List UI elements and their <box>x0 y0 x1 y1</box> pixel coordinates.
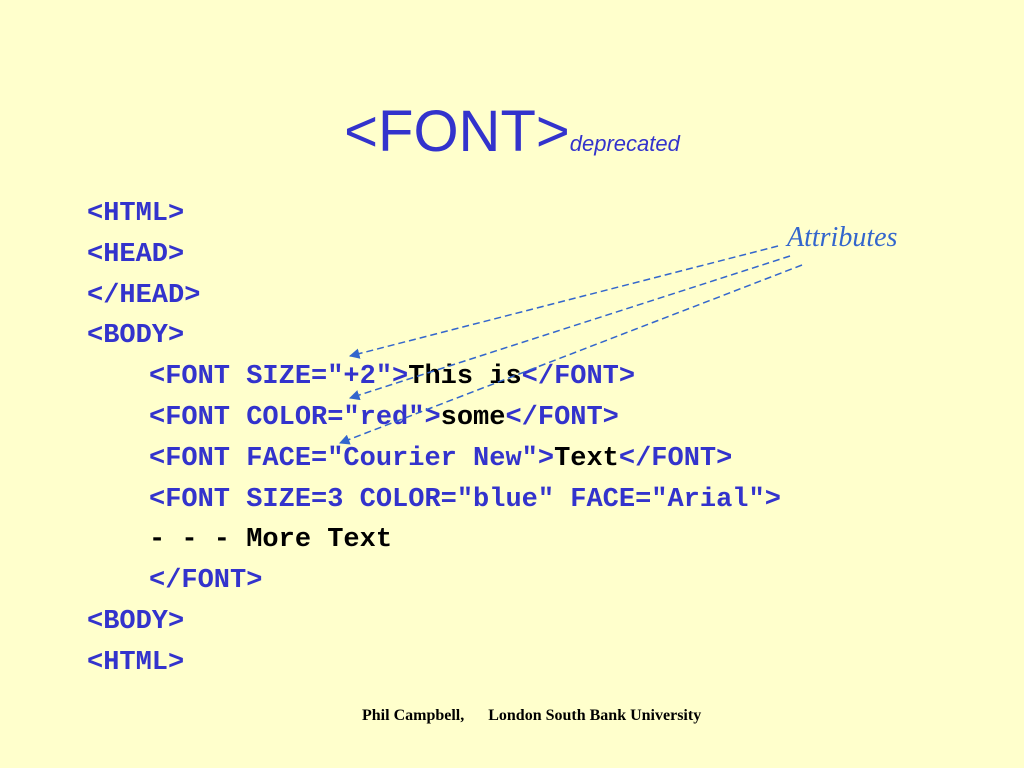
arrow-to-size <box>348 245 779 359</box>
code-line-font-face: <FONT FACE="Courier New">Text</FONT> <box>87 439 781 480</box>
code-tag: <BODY> <box>87 321 185 352</box>
code-tag: </FONT> <box>149 566 263 597</box>
code-line-font-size: <FONT SIZE="+2">This is</FONT> <box>87 357 781 398</box>
attributes-label: Attributes <box>787 222 898 253</box>
code-line-head-close: </HEAD> <box>87 276 781 317</box>
code-line-more-text: - - - More Text <box>87 520 781 561</box>
code-tag: <BODY> <box>87 606 185 637</box>
code-line-body-close: <BODY> <box>87 602 781 643</box>
slide-title: <FONT>deprecated <box>0 100 1024 164</box>
code-tag: </FONT> <box>505 402 619 433</box>
code-tag: </FONT> <box>521 362 636 393</box>
code-tag: <HEAD> <box>87 239 185 270</box>
code-tag: <FONT SIZE=3 COLOR="blue" FACE="Arial"> <box>149 484 781 515</box>
code-line-head-open: <HEAD> <box>87 235 781 276</box>
code-text: This is <box>408 362 522 393</box>
code-tag: <HTML> <box>87 647 185 678</box>
arrow-to-color <box>349 255 791 401</box>
code-tag: <HTML> <box>87 199 185 229</box>
footer: Phil Campbell, London South Bank Univers… <box>362 707 701 725</box>
title-sub: deprecated <box>569 131 680 156</box>
code-line-font-combined: <FONT SIZE=3 COLOR="blue" FACE="Arial"> <box>87 480 781 521</box>
code-text: Text <box>554 443 619 474</box>
code-line-html-open: <HTML> <box>87 194 781 235</box>
footer-author: Phil Campbell, <box>362 707 465 724</box>
code-line-body-open: <BODY> <box>87 316 781 357</box>
footer-institution: London South Bank University <box>488 707 702 724</box>
code-tag: <FONT FACE="Courier New"> <box>149 443 555 474</box>
code-tag: <FONT COLOR="red"> <box>149 402 441 433</box>
code-block: <HTML> <HEAD> </HEAD> <BODY> <FONT SIZE=… <box>87 194 781 684</box>
code-line-font-close: </FONT> <box>87 561 781 602</box>
arrow-to-face <box>339 264 803 445</box>
code-text: some <box>440 402 506 433</box>
code-line-font-color: <FONT COLOR="red">some</FONT> <box>87 398 781 439</box>
code-tag: </HEAD> <box>87 280 201 311</box>
code-text: - - - More Text <box>149 525 393 556</box>
code-line-html-close: <HTML> <box>87 643 781 684</box>
code-tag: </FONT> <box>618 443 733 474</box>
title-main: <FONT> <box>344 99 570 164</box>
